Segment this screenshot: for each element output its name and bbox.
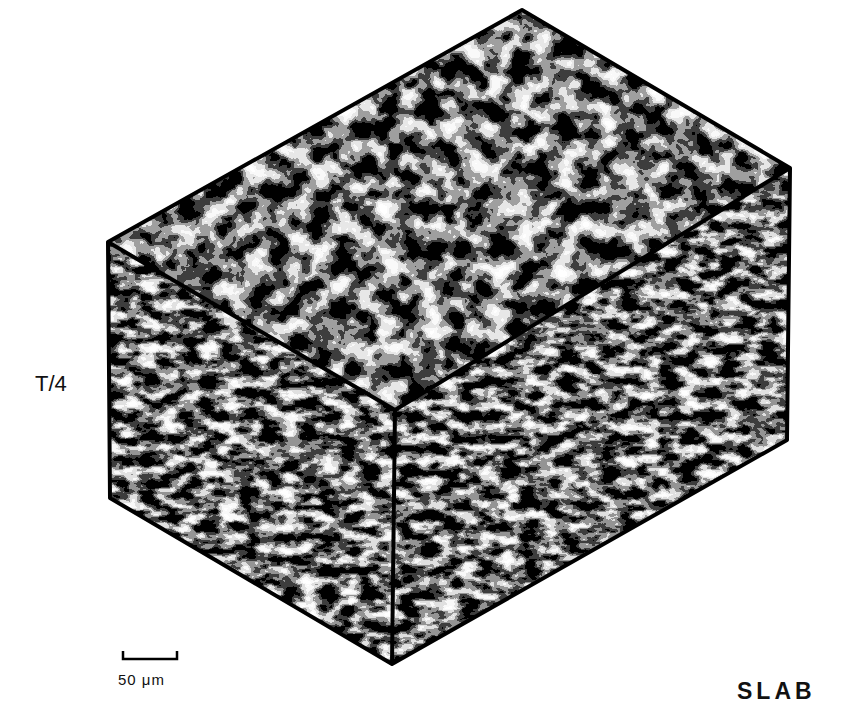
- scale-label: 50 μm: [118, 672, 165, 687]
- sample-label: SLAB: [737, 680, 816, 703]
- block-edges: [108, 10, 790, 664]
- left-face: [100, 235, 400, 670]
- scale-bar: [123, 651, 177, 659]
- right-face: [385, 160, 795, 670]
- depth-label: T/4: [35, 373, 67, 395]
